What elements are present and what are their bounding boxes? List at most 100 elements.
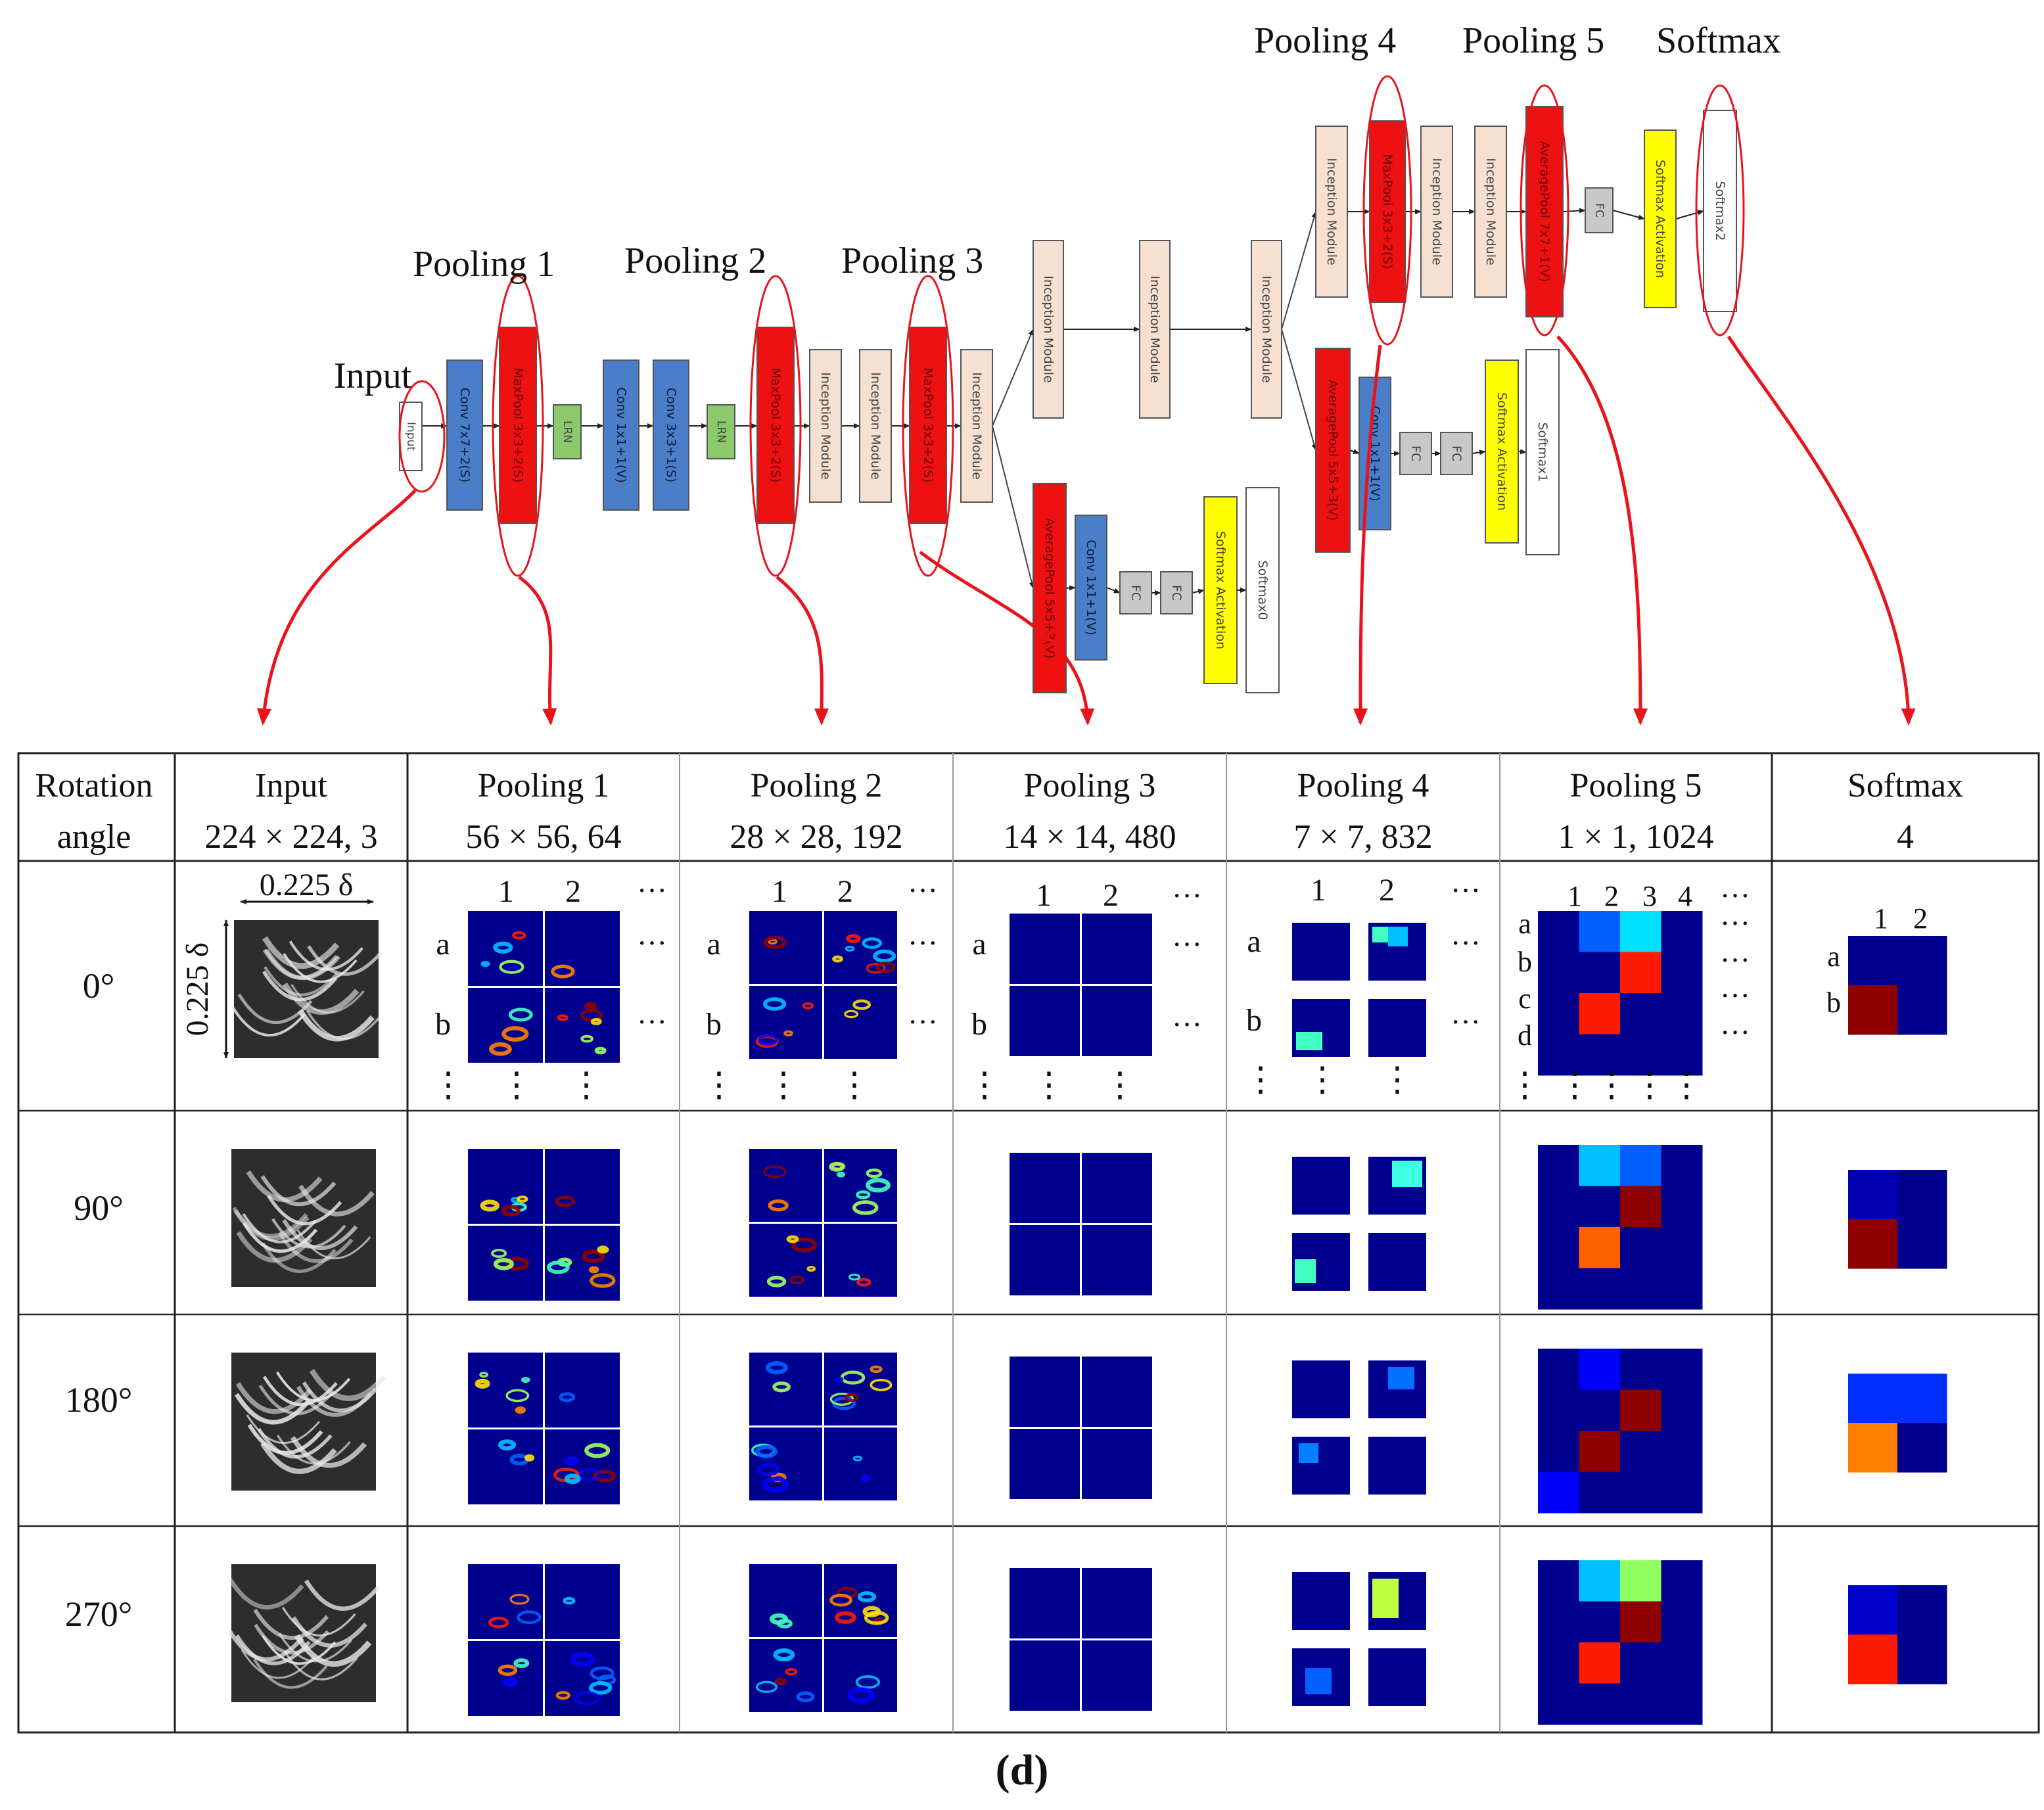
- activation-mark: [488, 1042, 512, 1056]
- stage-labels: Pooling 1 Pooling 2 Pooling 3 Pooling 4 …: [334, 20, 1781, 396]
- mapping-arrows: [257, 335, 1916, 726]
- heat-cell: [1538, 952, 1579, 994]
- vertical-ellipsis: ⋮: [1594, 1067, 1629, 1104]
- feature-map: [1292, 1572, 1350, 1630]
- block-aux0_fc1: FC: [1119, 571, 1152, 615]
- block-label: AveragePool 5x5+3(V): [1326, 380, 1340, 521]
- horizontal-ellipsis: ···: [1720, 906, 1750, 940]
- feature-map: [545, 1429, 620, 1504]
- cloud-swirl: [246, 1414, 321, 1445]
- feature-map: [1292, 923, 1350, 981]
- activation-mark: [852, 1455, 863, 1462]
- column-index-label: 1: [772, 874, 787, 909]
- block-maxpool4: MaxPool 3x3+2(S): [1369, 120, 1406, 303]
- block-label: FC: [1592, 203, 1606, 218]
- activation-mark: [758, 1034, 778, 1046]
- activation-mark: [1388, 927, 1408, 946]
- feature-map: [468, 1226, 543, 1301]
- feature-map: [1368, 1648, 1426, 1706]
- column-index-label: 3: [1642, 880, 1657, 912]
- activation-mark: [574, 1691, 600, 1706]
- heat-cell: [1579, 1683, 1621, 1725]
- feature-map: [824, 986, 897, 1059]
- cloud-swirl: [228, 1578, 304, 1610]
- stage-label-input: Input: [334, 356, 412, 396]
- heat-cell: [1620, 993, 1661, 1034]
- activation-mark: [806, 1266, 816, 1272]
- heat-cell: [1620, 1431, 1661, 1472]
- heat-cell: [1579, 1268, 1621, 1310]
- cloud-swirl: [243, 1222, 318, 1253]
- cloud-swirl: [241, 1649, 315, 1679]
- connector: [1612, 210, 1645, 220]
- heat-cell: [1620, 1560, 1661, 1602]
- activation-mark: [762, 1476, 789, 1493]
- block-avgpool5: AveragePool 7x7+1(V): [1525, 106, 1564, 317]
- feature-map: [1292, 1157, 1350, 1215]
- activation-mark: [762, 997, 787, 1011]
- feature-map: [824, 1427, 897, 1500]
- cloud-swirl: [294, 1634, 372, 1667]
- block-label: Softmax1: [1535, 423, 1550, 482]
- heat-cell: [1661, 993, 1703, 1034]
- feature-map: [1082, 1429, 1152, 1499]
- block-aux0_avg: AveragePool 5x5+3(V): [1033, 483, 1067, 693]
- block-inc5a: Inception Module: [1420, 126, 1453, 298]
- block-label: Inception Module: [969, 372, 984, 479]
- heat-cell: [1848, 1635, 1898, 1684]
- header-subtitle: 224 × 224, 3: [204, 818, 377, 856]
- block-label: Softmax2: [1713, 181, 1727, 241]
- block-aux1_avg: AveragePool 5x5+3(V): [1315, 348, 1351, 553]
- vertical-ellipsis: ⋮: [569, 1067, 603, 1104]
- activation-mark: [870, 1378, 893, 1391]
- feature-map: [1368, 999, 1426, 1057]
- activation-mark: [498, 1664, 518, 1677]
- stage-label-pool1: Pooling 1: [413, 244, 555, 285]
- activation-mark: [860, 1475, 871, 1482]
- horizontal-ellipsis: ···: [1720, 943, 1750, 977]
- vertical-ellipsis: ⋮: [1380, 1061, 1414, 1099]
- activation-mark: [499, 960, 524, 974]
- activation-mark: [551, 964, 575, 979]
- column-index-label: 1: [1036, 878, 1052, 913]
- table-row-1: [231, 1145, 1947, 1310]
- block-label: Conv 3x3+1(S): [664, 388, 678, 483]
- row-index-label: b: [1518, 946, 1532, 978]
- vertical-ellipsis: ⋮: [1633, 1067, 1667, 1104]
- block-label: AveragePool 7x7+1(V): [1537, 141, 1552, 283]
- row-index-label: b: [435, 1007, 451, 1042]
- activation-mark: [755, 1681, 778, 1693]
- feature-map: [1010, 914, 1080, 984]
- row-index-label: d: [1518, 1019, 1532, 1052]
- block-inc4c: Inception Module: [1139, 240, 1171, 419]
- cloud-swirl: [282, 1606, 356, 1637]
- column-index-label: 2: [565, 874, 581, 909]
- activation-mark: [505, 1389, 530, 1403]
- feature-map: [1010, 1225, 1080, 1295]
- input-height-label: 0.225 δ: [180, 942, 215, 1036]
- vertical-ellipsis: ⋮: [499, 1067, 534, 1104]
- activation-mark: [559, 1392, 576, 1403]
- row-index-label: c: [1518, 983, 1531, 1015]
- heat-cell: [1620, 1472, 1661, 1514]
- activation-mark: [768, 1199, 789, 1212]
- activation-mark: [501, 1205, 521, 1217]
- heat-cell: [1579, 1431, 1621, 1472]
- feature-map: [545, 1353, 620, 1427]
- heat-cell: [1661, 911, 1703, 952]
- block-softmax1: Softmax1: [1525, 349, 1560, 555]
- activation-mark: [763, 935, 787, 950]
- activation-mark: [501, 1026, 529, 1042]
- activation-mark: [1388, 1367, 1414, 1389]
- heat-cell: [1897, 1374, 1947, 1424]
- activation-mark: [856, 1190, 871, 1199]
- heat-cell: [1579, 1145, 1621, 1186]
- cloud-swirl: [278, 1232, 354, 1263]
- activation-mark: [866, 1168, 883, 1178]
- heat-cell: [1848, 1374, 1898, 1424]
- block-fc: FC: [1585, 187, 1614, 233]
- activation-mark: [852, 1200, 879, 1215]
- heat-cell: [1897, 1423, 1947, 1473]
- activation-mark: [557, 1014, 569, 1021]
